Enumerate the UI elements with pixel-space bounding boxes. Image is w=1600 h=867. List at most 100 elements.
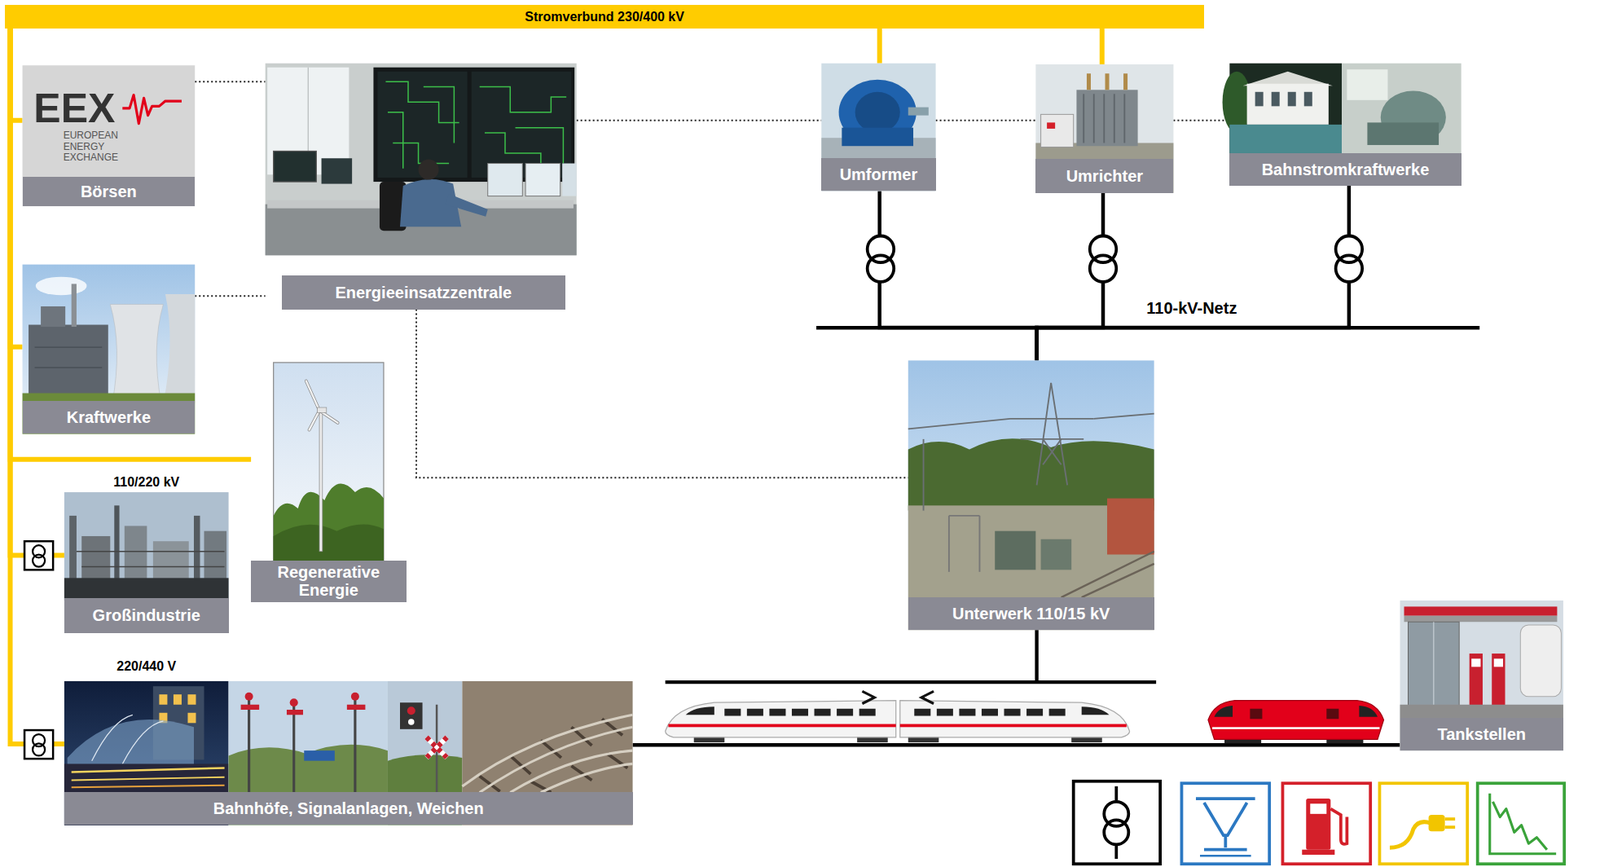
transformer-symbol-part <box>1088 235 1117 282</box>
static-converter-picture-part-part <box>1103 93 1105 143</box>
box-label: Kraftwerke <box>22 400 196 434</box>
substation-picture-part <box>994 531 1036 571</box>
ice-train-part-part <box>981 708 998 717</box>
pantograph-icon-part <box>1223 835 1227 848</box>
grid-line <box>877 28 883 64</box>
signal-picture-part <box>286 709 304 715</box>
power-plant-picture-part <box>109 303 163 404</box>
railway-station-picture-part <box>173 694 182 705</box>
ice-train-part-part <box>1026 708 1043 717</box>
static-converter-picture-part <box>1041 114 1074 147</box>
static-converter-picture-part <box>1083 93 1125 143</box>
level-crossing-picture-part <box>426 737 448 758</box>
control-link <box>1173 119 1230 122</box>
control-center-box: Energieeinsatzzentrale <box>265 63 577 310</box>
exchange-logo-picture-part <box>122 95 182 124</box>
control-room-picture-part <box>418 159 440 181</box>
locomotive-part <box>1214 705 1234 717</box>
railway-power-plant-picture-part <box>1229 124 1342 154</box>
plug-icon-part <box>1428 814 1446 831</box>
control-room-picture-part <box>321 158 353 184</box>
railway-station-picture-part <box>92 714 164 764</box>
ice-train-part <box>724 708 1065 717</box>
transformer-icon-part <box>1103 819 1129 844</box>
pantograph-icon <box>1181 782 1270 864</box>
railway-power-plant-picture-part <box>1255 92 1264 107</box>
transformer-icon <box>1073 781 1161 865</box>
railway-power-plant-picture-part <box>1287 92 1297 107</box>
railway-station-picture-part <box>187 712 196 724</box>
ice-train-part <box>1081 706 1110 715</box>
signal-picture-part <box>247 696 251 793</box>
railway-power-plant-picture-part <box>1367 122 1439 146</box>
transformer-icon-part <box>1073 781 1161 865</box>
wind-turbine-picture <box>273 362 384 561</box>
logo-text: EEX <box>33 87 124 129</box>
transformer-box-symbol-part <box>24 729 53 759</box>
pantograph-icon-part <box>1204 848 1248 852</box>
railway-power-plant-box: Bahnstromkraftwerke <box>1229 63 1461 186</box>
control-room-picture-part <box>444 193 488 217</box>
level-crossing-picture-part <box>426 737 448 758</box>
ice-train-part-part <box>914 708 931 717</box>
railway-station-picture-part <box>71 767 225 772</box>
railway-power-plant-picture-part <box>1271 92 1280 107</box>
track-switch-picture-part-part <box>479 726 633 792</box>
control-room-picture-part-part <box>479 87 567 113</box>
substation-picture-part-part <box>1050 382 1068 485</box>
station-box: 220/440 VBahnhöfe, Signalanlagen, Weiche… <box>64 658 633 825</box>
wind-turbine-picture-part <box>319 412 323 551</box>
track-switch-picture-part-part <box>461 714 633 787</box>
signal-picture-part <box>290 698 299 707</box>
fuel-pump-icon-part <box>1301 849 1335 855</box>
railway-station-picture-part <box>158 694 168 705</box>
control-room-picture-part-part <box>423 87 455 144</box>
railway-power-plant-picture-part <box>1222 71 1252 133</box>
locomotive-part <box>1326 708 1339 720</box>
fuel-station-picture-part <box>1469 653 1483 710</box>
plug-icon-part <box>1445 817 1456 821</box>
fuel-station-picture-part <box>1404 606 1558 616</box>
locomotive-part <box>1249 708 1262 720</box>
signal-picture-part <box>241 704 260 710</box>
fuel-station-picture-part <box>1400 704 1564 751</box>
railway-power-plant-picture <box>1222 63 1462 154</box>
transformer-symbol-part <box>867 254 895 282</box>
fuel-station-box: Tankstellen <box>1400 600 1564 751</box>
grid-line <box>10 28 252 460</box>
industry-box: 110/220 kVGroßindustrie <box>64 474 229 633</box>
ice-train-part-part <box>859 708 876 717</box>
static-converter-picture-part <box>1086 73 1091 90</box>
static-converter-picture-part-part <box>1123 93 1126 143</box>
power-plant-picture-part <box>35 367 103 369</box>
substation-picture <box>908 360 1155 630</box>
pantograph-icon-part <box>1181 782 1270 864</box>
transformer-box-symbol-part <box>32 554 45 568</box>
pantograph-icon-part <box>1204 802 1248 836</box>
fuel-station-picture-part <box>1400 600 1564 751</box>
transformer-symbol-part <box>865 235 895 282</box>
industry-picture-part <box>64 492 229 633</box>
power-line <box>632 742 1401 748</box>
ice-train <box>665 690 1130 743</box>
box-label: Energieeinsatzzentrale <box>281 275 566 309</box>
box-label: Umformer <box>821 158 936 191</box>
locomotive <box>1208 700 1384 744</box>
substation-picture-part <box>1041 539 1073 571</box>
level-crossing-picture-part <box>426 737 448 758</box>
control-link <box>576 119 822 122</box>
plug-icon <box>1379 782 1468 864</box>
power-plant-picture-part <box>71 283 77 327</box>
box-label: Börsen <box>22 176 196 207</box>
fuel-station-picture-part <box>1494 658 1504 667</box>
control-room-picture <box>265 63 577 256</box>
logo-subtitle: EUROPEAN ENERGY EXCHANGE <box>63 130 155 163</box>
control-link <box>194 80 265 83</box>
industry-picture <box>64 492 229 633</box>
wind-turbine-picture-part-part <box>309 410 321 431</box>
box-label: Tankstellen <box>1400 717 1564 751</box>
ice-train-part-part <box>747 708 764 717</box>
exchange-logo-picture-part <box>22 65 196 207</box>
